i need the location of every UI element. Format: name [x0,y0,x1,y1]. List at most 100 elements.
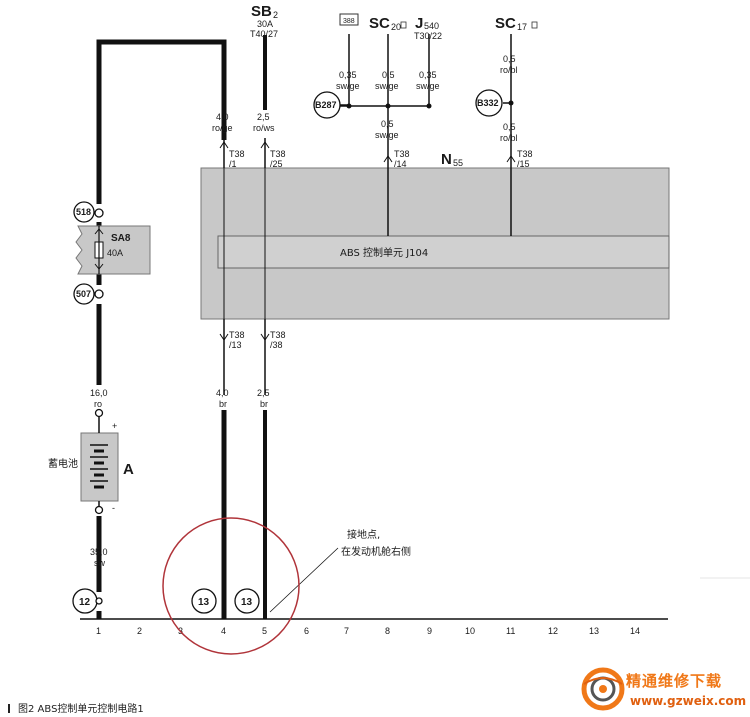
node-ground12 [95,597,103,605]
battery-plus-wire [96,39,227,204]
watermark-cn: 精通维修下载 [626,672,723,690]
batt-neg-color: sw [94,558,106,568]
w5-bot-size: 2,5 [257,388,270,398]
conn-w5-top: T38 [270,149,286,159]
ground-highlight-circle [162,517,300,655]
battery-box [80,432,119,502]
svg-text:12: 12 [79,597,91,608]
battery-letter: A [123,461,134,478]
sc20-sub: 20 [391,22,401,32]
arrow-col5-bot [260,333,270,341]
axis-num-8: 8 [385,626,390,636]
conn-w4-bot-pin: /13 [229,340,242,350]
tag-b332: B332 [475,89,503,117]
w11-color: ro/bl [500,133,518,143]
tag-b287: B287 [313,91,341,119]
fuse-icon-top [339,13,359,26]
svg-text:13: 13 [241,597,253,608]
axis-num-2: 2 [137,626,142,636]
logo-emblem-icon [581,667,625,711]
annotation-leader [269,547,339,613]
axis-num-12: 12 [548,626,558,636]
arrow-col8-top [383,155,393,163]
svg-text:507: 507 [76,289,91,299]
fuse-sa8-name: SA8 [111,233,131,244]
tag-507: 507 [73,283,95,305]
svg-text:B332: B332 [477,98,499,108]
j540-sub: 540 [424,21,439,31]
tag-ground-13a: 13 [191,588,217,614]
j-mid-color: sw/ge [375,81,399,91]
fuse-sa8-arrow-up [94,228,104,235]
conn-w5-bot-pin: /38 [270,340,283,350]
fuse-sa8-rating: 40A [107,248,123,258]
svg-text:518: 518 [76,207,91,217]
w8-color: sw/ge [375,130,399,140]
w11-top-size: 0,5 [503,54,516,64]
j-right-color: sw/ge [416,81,440,91]
axis-num-6: 6 [304,626,309,636]
axis-num-14: 14 [630,626,640,636]
watermark-url: www.gzweix.com [630,694,747,708]
watermark-logo: 精通维修下载 www.gzweix.com [578,660,750,716]
caption-bar [8,704,10,713]
sc17-box-icon [531,21,538,29]
battery-plus: + [112,421,117,431]
junction-dot-right [426,103,432,109]
axis-num-4: 4 [221,626,226,636]
w5-top-color: ro/ws [253,123,275,133]
conn-w4-bot: T38 [229,330,245,340]
w11-top-color: ro/bl [500,65,518,75]
sb-fuse-sub: 2 [273,10,278,20]
sb-fuse-terminal: T40/27 [250,29,278,39]
abs-control-unit-label: ABS 控制单元 J104 [340,246,428,259]
conn-w4-top: T38 [229,149,245,159]
arrow-col4-bot [219,333,229,341]
sc20-box-icon [400,21,407,29]
batt-pos-size: 16,0 [90,388,108,398]
conn-w8-top: T38 [394,149,410,159]
tag-518: 518 [73,201,95,223]
sb-fuse-rating: 30A [257,19,273,29]
axis-num-1: 1 [96,626,101,636]
sc17-sub: 17 [517,22,527,32]
conn-w11-top-pin: /15 [517,159,530,169]
tag-ground-13b: 13 [234,588,260,614]
w4-bot-size: 4,0 [216,388,229,398]
arrow-col11-top [506,155,516,163]
batt-pos-color: ro [94,399,102,409]
module-n-sub: 55 [453,158,463,168]
w5-bot-color: br [260,399,268,409]
arrow-col5-top [260,141,270,149]
axis-num-11: 11 [506,626,515,636]
arrow-col4-top [219,141,229,149]
node-batt-bot [94,505,104,515]
j-mid-size: 0,5 [382,70,395,80]
fuse-sa8-block [75,225,151,275]
battery-minus: - [112,503,115,513]
axis-num-13: 13 [589,626,599,636]
tag-ground-12: 12 [72,588,98,614]
module-n-main: N [441,151,452,168]
conn-w4-top-pin: /1 [229,159,237,169]
figure-caption: 图2 ABS控制单元控制电路1 [8,700,144,715]
sb-fuse-main: SB [251,3,272,20]
conn-w11-top: T38 [517,149,533,159]
w4-top-color: ro/ge [212,123,233,133]
axis-num-9: 9 [427,626,432,636]
svg-text:B287: B287 [315,100,337,110]
conn-w5-bot: T38 [270,330,286,340]
battery-cells [90,444,108,489]
node-507 [94,289,104,299]
j-left-size: 0,35 [339,70,357,80]
j-right-size: 0,35 [419,70,437,80]
w4-top-size: 4,0 [216,112,229,122]
svg-text:13: 13 [198,597,210,608]
battery-cn-label: 蓄电池 [48,457,78,470]
batt-neg-size: 35,0 [90,547,108,557]
annotation-line2: 在发动机舱右侧 [341,545,411,558]
fuse-sa8-arrow-down [94,263,104,270]
sc20-main: SC [369,15,390,32]
conn-w8-top-pin: /14 [394,159,407,169]
